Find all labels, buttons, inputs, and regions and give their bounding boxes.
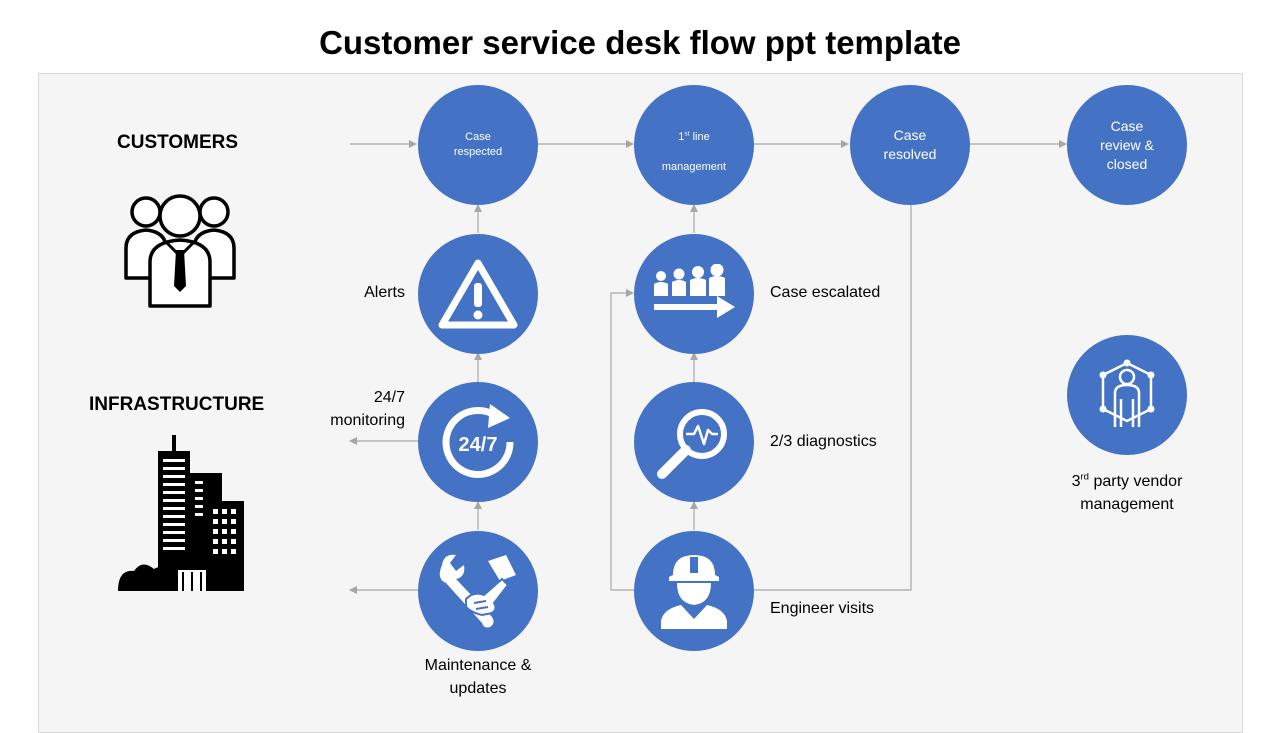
case-respected-node: Case respected xyxy=(418,85,538,205)
maintenance-label: Maintenance & updates xyxy=(424,657,532,697)
vendor-suffix: rd xyxy=(1080,471,1090,483)
vendor-management-label: 3rd party vendor management xyxy=(1042,470,1212,516)
case-review-label: Case review & closed xyxy=(1100,117,1154,172)
vendor-network-icon xyxy=(1099,359,1155,427)
monitoring-label: 24/7 monitoring xyxy=(330,389,405,429)
infrastructure-icon xyxy=(118,435,244,591)
line-engineer-to-resolved xyxy=(753,204,912,591)
vendor-ordinal: 3 xyxy=(1071,473,1081,490)
maintenance-node xyxy=(418,531,538,651)
diagram-panel xyxy=(38,73,1243,733)
monitoring-node: 24/7 xyxy=(418,382,538,502)
alert-icon xyxy=(438,259,518,329)
alerts-label: Alerts xyxy=(364,284,405,301)
case-review-node: Case review & closed xyxy=(1067,85,1187,205)
vendor-line2: management xyxy=(1080,496,1174,513)
diagnostics-label: 2/3 diagnostics xyxy=(770,433,877,450)
case-resolved-node: Case resolved xyxy=(850,85,970,205)
first-line-suffix: st xyxy=(684,130,690,138)
engineer-node xyxy=(634,531,754,651)
clock-247-text: 24/7 xyxy=(459,434,498,456)
case-escalated-node xyxy=(634,234,754,354)
first-line-word: line xyxy=(689,131,710,143)
first-line-management-node: 1st line management xyxy=(634,85,754,205)
customers-icon xyxy=(124,194,236,308)
vendor-rest: party vendor xyxy=(1089,473,1183,490)
engineer-visits-label: Engineer visits xyxy=(770,600,875,617)
customers-heading: CUSTOMERS xyxy=(117,132,239,153)
loop-engineer-to-escalated xyxy=(610,289,635,591)
case-resolved-label: Case resolved xyxy=(883,127,937,162)
queue-arrow-icon xyxy=(654,264,735,318)
wrench-hand-icon xyxy=(439,554,516,628)
first-line-mgmt: management xyxy=(661,161,727,173)
infrastructure-heading: INFRASTRUCTURE xyxy=(89,394,265,415)
first-line-management-label: 1st line management xyxy=(662,115,726,175)
diagnostics-node xyxy=(634,382,754,502)
case-escalated-label: Case escalated xyxy=(770,284,881,301)
magnifier-pulse-icon xyxy=(657,409,727,479)
clock-247-icon: 24/7 xyxy=(442,404,514,478)
case-respected-label: Case respected xyxy=(453,131,503,158)
first-line-ordinal: 1 xyxy=(678,131,685,143)
page-title: Customer service desk flow ppt template xyxy=(319,24,961,61)
engineer-icon xyxy=(661,555,727,629)
vendor-management-node xyxy=(1067,335,1187,455)
alerts-node xyxy=(418,234,538,354)
